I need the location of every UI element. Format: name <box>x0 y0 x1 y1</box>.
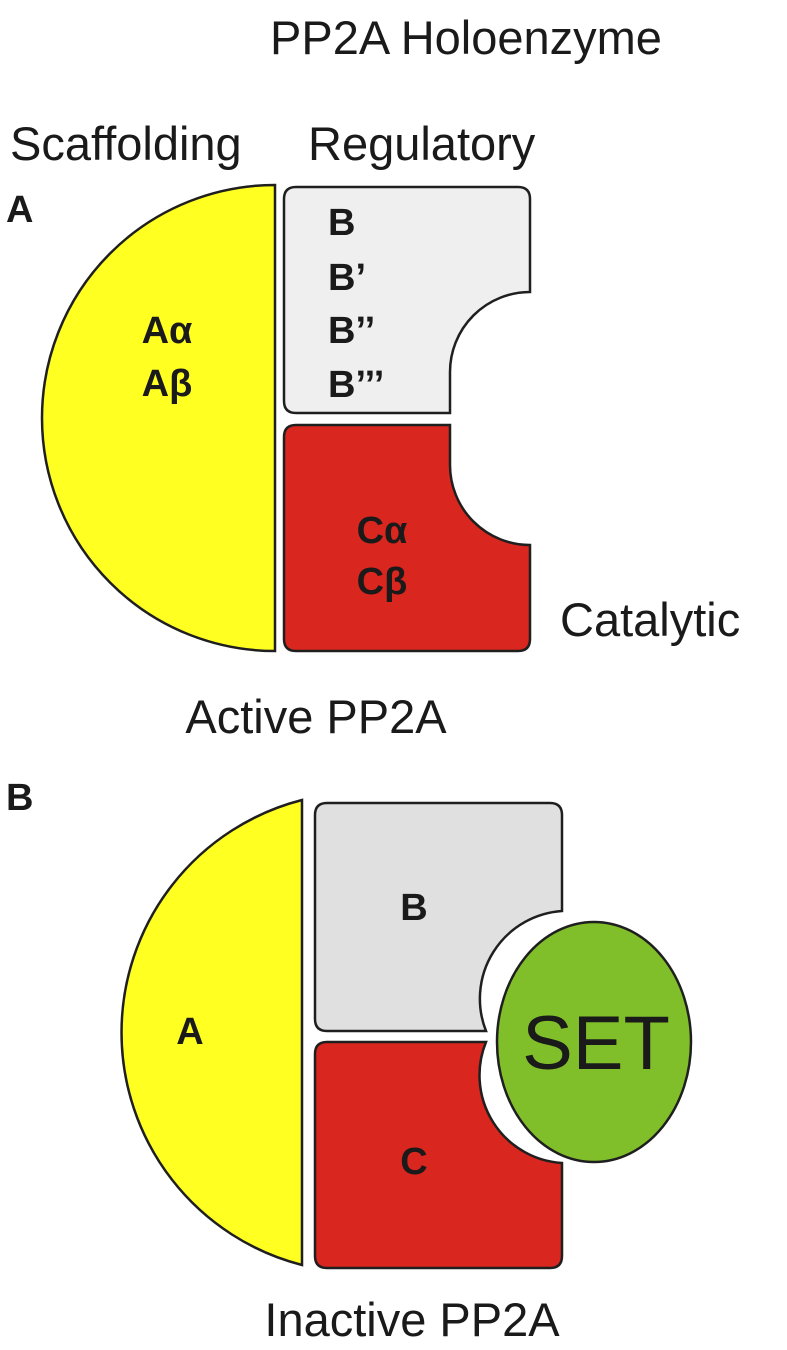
panel-a-caption: Active PP2A <box>185 690 447 743</box>
catalytic-label: Catalytic <box>560 593 740 646</box>
scaffolding-unit-shape <box>120 798 304 1267</box>
catalytic-unit-shape <box>313 1040 564 1270</box>
regulatory-subunit-label-2: B’ <box>328 257 366 299</box>
regulatory-subunit-label-1: B <box>328 202 355 244</box>
panel-b-letter: B <box>6 777 33 819</box>
set-inhibitor-label: SET <box>522 1001 670 1086</box>
scaffolding-subunit-label-1: Aα <box>142 310 193 352</box>
regulatory-subunit-shape <box>282 185 532 415</box>
catalytic-unit-label: C <box>400 1141 427 1183</box>
scaffolding-unit-label: A <box>176 1011 203 1053</box>
scaffolding-subunit-label-2: Aβ <box>142 363 193 405</box>
catalytic-subunit-label-1: Cα <box>357 510 408 552</box>
scaffolding-subunit-shape <box>40 183 277 653</box>
panel-b-caption: Inactive PP2A <box>264 1293 560 1346</box>
set-inhibitor-shape <box>495 920 693 1164</box>
scaffolding-label: Scaffolding <box>10 117 242 170</box>
regulatory-label: Regulatory <box>308 117 536 170</box>
regulatory-subunit-label-3: B’’ <box>328 310 375 352</box>
catalytic-subunit-label-2: Cβ <box>357 561 408 603</box>
regulatory-unit-shape <box>313 801 564 1033</box>
panel-a-letter: A <box>6 189 33 231</box>
regulatory-unit-label: B <box>400 887 427 929</box>
regulatory-subunit-label-4: B’’’ <box>328 364 384 406</box>
diagram-title: PP2A Holoenzyme <box>270 11 662 64</box>
catalytic-subunit-shape <box>282 423 532 653</box>
